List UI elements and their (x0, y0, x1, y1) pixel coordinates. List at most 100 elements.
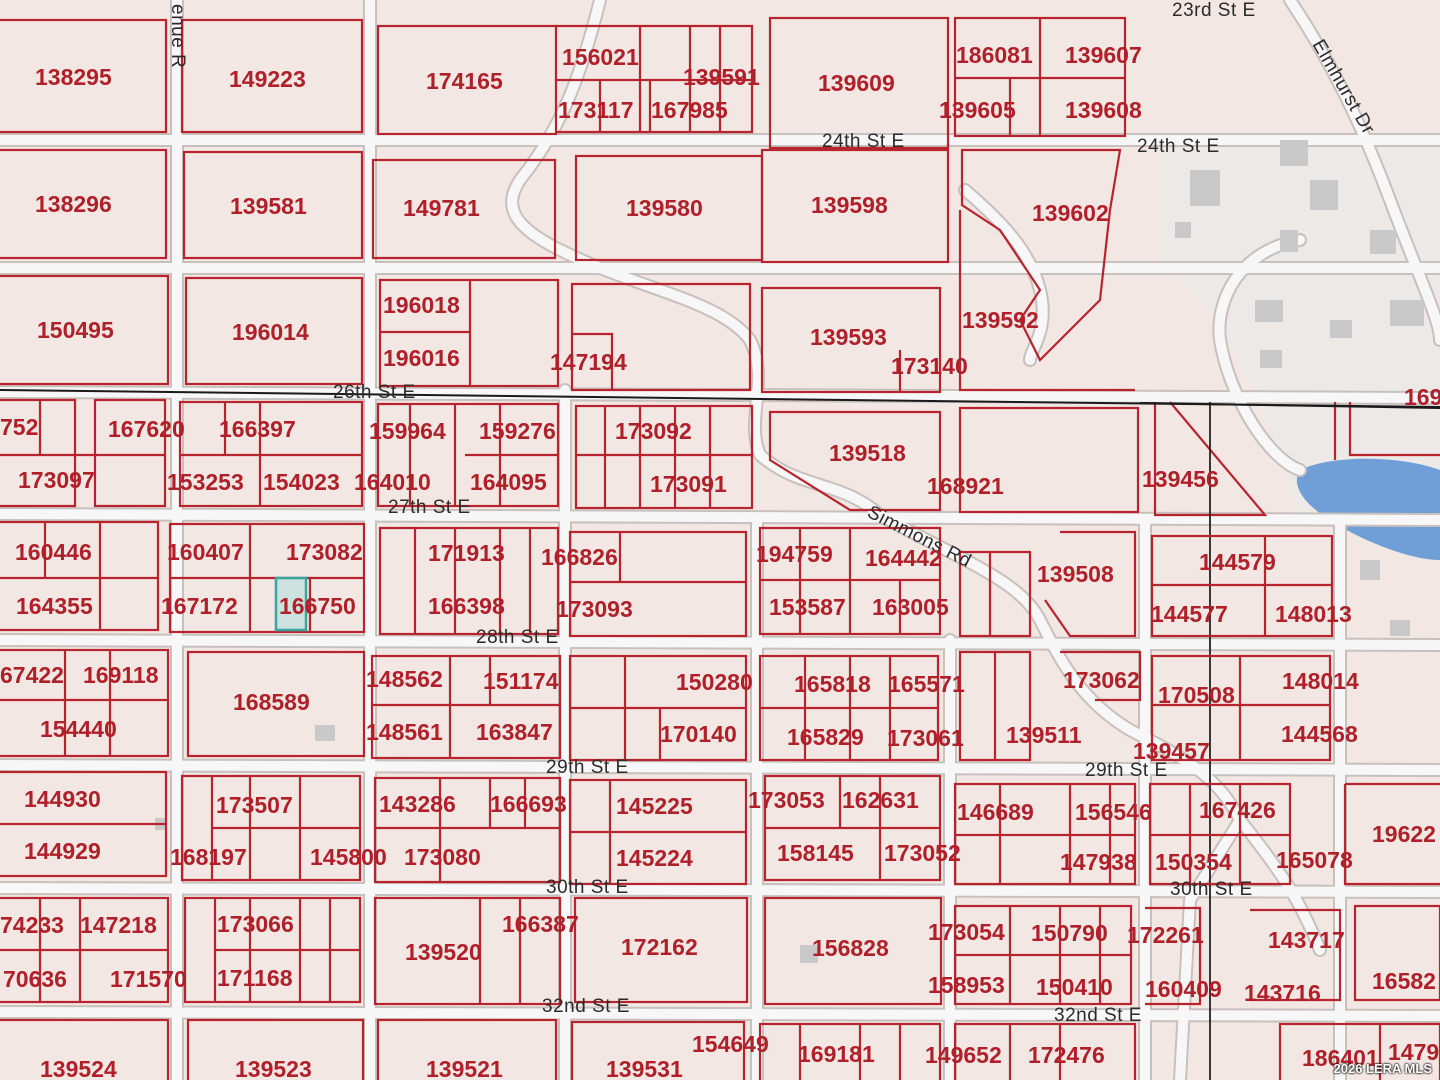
parcel-label: 165829 (787, 724, 864, 750)
parcel-label: 144579 (1199, 549, 1276, 575)
parcel-label: 70636 (3, 966, 67, 992)
parcel-label: 169 (1404, 384, 1440, 410)
street-label-avenue: enue R (167, 4, 188, 68)
parcel-label: 171570 (110, 966, 187, 992)
parcel-label: 139607 (1065, 42, 1142, 68)
parcel-label: 173507 (216, 792, 293, 818)
parcel-label: 145224 (616, 845, 693, 871)
parcel-label: 139608 (1065, 97, 1142, 123)
parcel-label: 166398 (428, 593, 505, 619)
street-label: 30th St E (546, 877, 629, 898)
parcel-label: 163005 (872, 594, 949, 620)
parcel-label: 148014 (1282, 668, 1359, 694)
parcel-label: 139511 (1006, 722, 1082, 748)
parcel-boundaries (0, 16, 1440, 1080)
parcel-label: 151174 (483, 668, 559, 694)
parcel-label: 156828 (812, 935, 889, 961)
street-label: 32nd St E (1054, 1005, 1142, 1026)
parcel-label: 166826 (541, 544, 618, 570)
parcel-label: 150790 (1031, 920, 1108, 946)
parcel-label: 139580 (626, 195, 703, 221)
parcel-label: 160407 (167, 539, 244, 565)
parcel-label: 139520 (405, 939, 482, 965)
parcel-label: 186401 (1302, 1045, 1379, 1071)
parcel-label: 169118 (83, 662, 159, 688)
parcel-label: 156021 (562, 44, 639, 70)
parcel-label: 138296 (35, 191, 112, 217)
parcel-label: 162631 (842, 787, 919, 813)
street-label: 29th St E (546, 757, 629, 778)
parcel-label: 194759 (756, 541, 833, 567)
parcel-label: 139521 (426, 1056, 503, 1080)
mls-watermark: 2026 LERA MLS (1333, 1061, 1433, 1076)
section-line-east (1139, 402, 1440, 409)
parcel-label: 167426 (1199, 797, 1276, 823)
parcel-label: 173062 (1063, 667, 1140, 693)
parcel-label: 160446 (15, 539, 92, 565)
parcel-label: 164095 (470, 469, 547, 495)
parcel-label: 158145 (777, 840, 854, 866)
parcel-label: 173091 (650, 471, 727, 497)
parcel-label: 167620 (108, 416, 185, 442)
parcel-label: 166397 (219, 416, 296, 442)
parcel-label: 164355 (16, 593, 93, 619)
parcel-label: 139457 (1133, 738, 1210, 764)
parcel-label: 163847 (476, 719, 553, 745)
parcel-label: 156546 (1075, 799, 1152, 825)
parcel-label: 19622 (1372, 821, 1436, 847)
parcel-label: 139456 (1142, 466, 1219, 492)
street-label: 26th St E (333, 382, 416, 403)
parcel-label: 139518 (829, 440, 906, 466)
parcel-label: 166693 (490, 791, 567, 817)
parcel-label: 165571 (888, 671, 965, 697)
parcel-label: 168589 (233, 689, 310, 715)
parcel-label: 144929 (24, 838, 101, 864)
parcel-label: 144577 (1151, 601, 1228, 627)
parcel-label: 139605 (939, 97, 1016, 123)
parcel-label: 173117 (558, 97, 633, 123)
parcel-label: 150354 (1155, 849, 1232, 875)
parcel-label: 164010 (354, 469, 431, 495)
street-label: 30th St E (1170, 879, 1253, 900)
parcel-label: 154440 (40, 716, 117, 742)
street-label: 29th St E (1085, 760, 1168, 781)
parcel-label: 139609 (818, 70, 895, 96)
parcel-label: 186081 (956, 42, 1033, 68)
parcel-label: 164442 (865, 545, 942, 571)
parcel-label: 173052 (884, 840, 961, 866)
parcel-label: 16582 (1372, 968, 1436, 994)
parcel-label: 172261 (1127, 922, 1204, 948)
parcel-label: 173080 (404, 844, 481, 870)
parcel-label: 172162 (621, 934, 698, 960)
parcel-label: 139598 (811, 192, 888, 218)
parcel-label: 196016 (383, 345, 460, 371)
street-label: 24th St E (822, 131, 905, 152)
parcel-label: 173092 (615, 418, 692, 444)
parcel-label: 168197 (170, 844, 247, 870)
selected-parcel-highlight[interactable] (274, 576, 308, 632)
parcel-label: 167985 (651, 97, 728, 123)
lake (1296, 458, 1440, 560)
street-label: 28th St E (476, 627, 559, 648)
parcel-label: 174165 (426, 68, 503, 94)
parcel-label: 153587 (769, 594, 846, 620)
parcel-label: 158953 (928, 972, 1005, 998)
parcel-label: 173093 (556, 596, 633, 622)
parcel-label: 143716 (1244, 980, 1321, 1006)
parcel-label: 173082 (286, 539, 363, 565)
parcel-label: 145225 (616, 793, 693, 819)
parcel-label: 170508 (1158, 682, 1235, 708)
parcel-label: 154649 (692, 1031, 769, 1057)
street-label: 32nd St E (542, 996, 630, 1017)
parcel-label: 170140 (660, 721, 737, 747)
parcel-label: 148562 (366, 666, 443, 692)
parcel-label: 143717 (1268, 927, 1345, 953)
parcel-label: 149652 (925, 1042, 1002, 1068)
parcel-label: 173054 (928, 919, 1005, 945)
parcel-label: 139581 (230, 193, 307, 219)
parcel-label: 160409 (1145, 976, 1222, 1002)
parcel-label: 196018 (383, 292, 460, 318)
parcel-label: 173061 (887, 725, 964, 751)
